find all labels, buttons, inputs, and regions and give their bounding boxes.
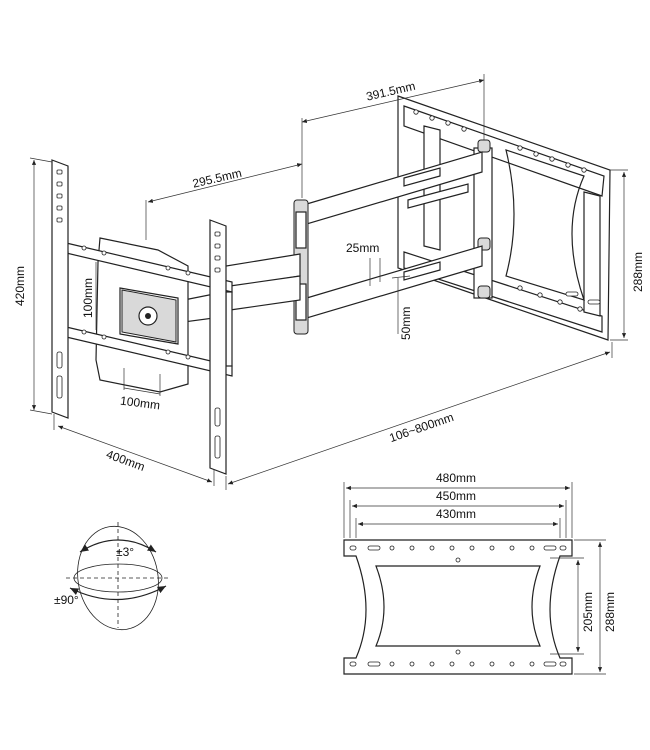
dim-front-450-label: 450mm xyxy=(436,489,476,503)
dim-arm-height-label: 50mm xyxy=(399,307,413,340)
dim-arm-spacing: 25mm xyxy=(346,241,381,286)
dim-wall-plate-height: 288mm xyxy=(610,169,645,341)
dim-vesa-v-label: 100mm xyxy=(81,278,95,318)
swivel-label: ±90° xyxy=(54,593,79,607)
dim-width: 400mm xyxy=(53,414,215,486)
dim-vesa-h: 100mm xyxy=(119,368,161,413)
wall-plate-front-view: 480mm 450mm 430mm 205mm 288mm xyxy=(343,471,617,675)
dim-wall-plate-height-label: 288mm xyxy=(631,252,645,292)
tilt-label: ±3° xyxy=(116,545,134,559)
dim-front-480: 480mm xyxy=(343,471,573,538)
dim-front-288-label: 288mm xyxy=(603,592,617,632)
isometric-view: 391.5mm 295.5mm 420mm 400mm 106~800 xyxy=(13,74,645,490)
dim-height-label: 420mm xyxy=(13,266,27,306)
front-bottom-holes xyxy=(349,649,567,667)
dim-front-430-label: 430mm xyxy=(436,507,476,521)
dim-front-288: 288mm xyxy=(574,539,617,675)
dim-height: 420mm xyxy=(13,157,53,415)
dim-extension: 106~800mm xyxy=(225,342,613,490)
dim-width-label: 400mm xyxy=(104,447,146,474)
dim-vesa-v: 100mm xyxy=(81,262,97,330)
dim-vesa-h-label: 100mm xyxy=(119,394,160,413)
dim-front-430: 430mm xyxy=(355,507,561,538)
front-arm xyxy=(183,253,301,323)
front-top-holes xyxy=(349,545,567,563)
dim-extension-label: 106~800mm xyxy=(387,410,455,445)
dim-arm-depth-label: 295.5mm xyxy=(191,166,243,191)
dim-front-205-label: 205mm xyxy=(581,592,595,632)
dim-front-205: 205mm xyxy=(550,557,595,655)
rotation-indicator: ±3° ±90° xyxy=(54,522,170,631)
dim-front-480-label: 480mm xyxy=(436,471,476,485)
dim-front-450: 450mm xyxy=(349,489,567,538)
dim-arm-spacing-label: 25mm xyxy=(346,241,379,255)
dim-arm-height: 50mm xyxy=(391,275,413,340)
wall-plate-iso xyxy=(397,95,611,341)
bracket-slots xyxy=(56,169,221,459)
tv-brackets xyxy=(51,159,227,475)
